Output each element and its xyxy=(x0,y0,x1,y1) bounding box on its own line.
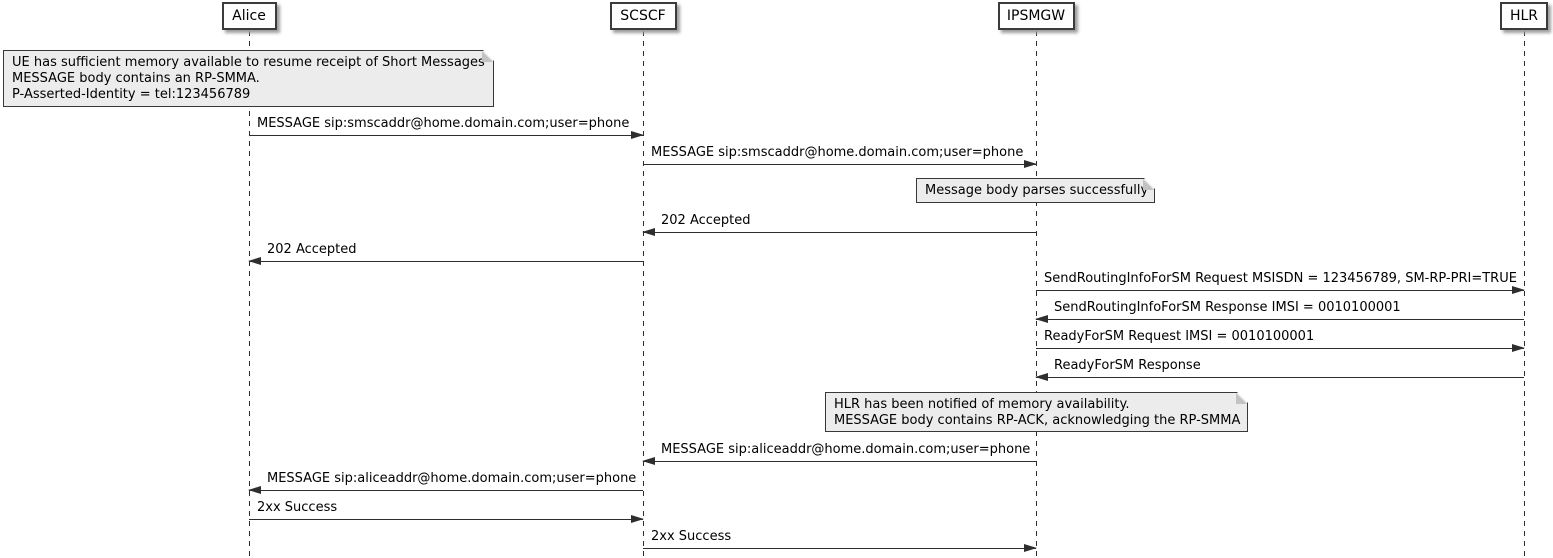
message: 2xx Success xyxy=(249,500,644,523)
arrowhead-right-icon xyxy=(631,515,644,523)
message-line xyxy=(643,232,1036,233)
message-label: ReadyForSM Response xyxy=(1054,358,1201,373)
message-line xyxy=(643,461,1036,462)
lifeline-hlr xyxy=(1524,31,1525,558)
arrowhead-right-icon xyxy=(631,131,644,139)
note: Message body parses successfully xyxy=(916,178,1155,203)
message-label: MESSAGE sip:smscaddr@home.domain.com;use… xyxy=(651,145,1024,160)
arrowhead-right-icon xyxy=(1024,160,1037,168)
note: UE has sufficient memory available to re… xyxy=(3,50,494,107)
participant-ipsmgw: IPSMGW xyxy=(997,2,1075,30)
participant-label: SCSCF xyxy=(620,8,666,24)
lifeline-ipsmgw xyxy=(1036,31,1037,558)
message-line xyxy=(1036,348,1524,349)
message-label: 202 Accepted xyxy=(267,242,357,257)
arrowhead-left-icon xyxy=(642,228,655,236)
message: 202 Accepted xyxy=(642,213,1036,236)
message-label: 2xx Success xyxy=(651,529,732,544)
message: MESSAGE sip:smscaddr@home.domain.com;use… xyxy=(643,145,1037,168)
lifeline-scscf xyxy=(643,31,644,558)
message-line xyxy=(1036,290,1524,291)
note: HLR has been notified of memory availabi… xyxy=(825,392,1248,432)
message-line xyxy=(1036,319,1524,320)
arrowhead-right-icon xyxy=(1512,344,1525,352)
message-label: 202 Accepted xyxy=(661,213,751,228)
message-line xyxy=(1036,377,1524,378)
participant-label: Alice xyxy=(232,8,266,24)
message: ReadyForSM Response xyxy=(1035,358,1524,381)
message-label: MESSAGE sip:aliceaddr@home.domain.com;us… xyxy=(267,471,637,486)
message-label: MESSAGE sip:smscaddr@home.domain.com;use… xyxy=(257,116,630,131)
message-line xyxy=(643,164,1036,165)
message-line xyxy=(249,490,643,491)
note-text-line: MESSAGE body contains RP-ACK, acknowledg… xyxy=(834,413,1241,428)
participant-label: IPSMGW xyxy=(1006,8,1066,24)
arrowhead-left-icon xyxy=(1035,315,1048,323)
message-label: ReadyForSM Request IMSI = 0010100001 xyxy=(1044,329,1315,344)
message: MESSAGE sip:aliceaddr@home.domain.com;us… xyxy=(642,442,1036,465)
message-label: 2xx Success xyxy=(257,500,338,515)
message: ReadyForSM Request IMSI = 0010100001 xyxy=(1036,329,1525,352)
arrowhead-right-icon xyxy=(1024,544,1037,552)
message: SendRoutingInfoForSM Response IMSI = 001… xyxy=(1035,300,1524,323)
arrowhead-left-icon xyxy=(248,486,261,494)
message: SendRoutingInfoForSM Request MSISDN = 12… xyxy=(1036,271,1525,294)
participant-alice: Alice xyxy=(221,2,277,30)
participant-scscf: SCSCF xyxy=(609,2,677,30)
message-line xyxy=(643,548,1036,549)
note-fold-icon xyxy=(1236,393,1247,404)
note-fold-icon xyxy=(1143,179,1154,190)
message: 202 Accepted xyxy=(248,242,643,265)
arrowhead-left-icon xyxy=(642,457,655,465)
message-label: SendRoutingInfoForSM Response IMSI = 001… xyxy=(1054,300,1401,315)
message-line xyxy=(249,519,643,520)
message-line xyxy=(249,261,643,262)
note-text-line: P-Asserted-Identity = tel:123456789 xyxy=(12,87,251,102)
arrowhead-left-icon xyxy=(1035,373,1048,381)
note-text-line: UE has sufficient memory available to re… xyxy=(12,55,485,70)
message: 2xx Success xyxy=(643,529,1037,552)
message-label: MESSAGE sip:aliceaddr@home.domain.com;us… xyxy=(661,442,1031,457)
arrowhead-left-icon xyxy=(248,257,261,265)
message-line xyxy=(249,135,643,136)
message: MESSAGE sip:smscaddr@home.domain.com;use… xyxy=(249,116,644,139)
note-text-line: HLR has been notified of memory availabi… xyxy=(834,397,1130,412)
message-label: SendRoutingInfoForSM Request MSISDN = 12… xyxy=(1044,271,1517,286)
message: MESSAGE sip:aliceaddr@home.domain.com;us… xyxy=(248,471,643,494)
participant-hlr: HLR xyxy=(1500,2,1548,30)
arrowhead-right-icon xyxy=(1512,286,1525,294)
note-fold-icon xyxy=(482,51,493,62)
note-text-line: Message body parses successfully xyxy=(925,183,1149,198)
lifeline-alice xyxy=(249,31,250,558)
participant-label: HLR xyxy=(1509,8,1539,24)
note-text-line: MESSAGE body contains an RP-SMMA. xyxy=(12,71,260,86)
